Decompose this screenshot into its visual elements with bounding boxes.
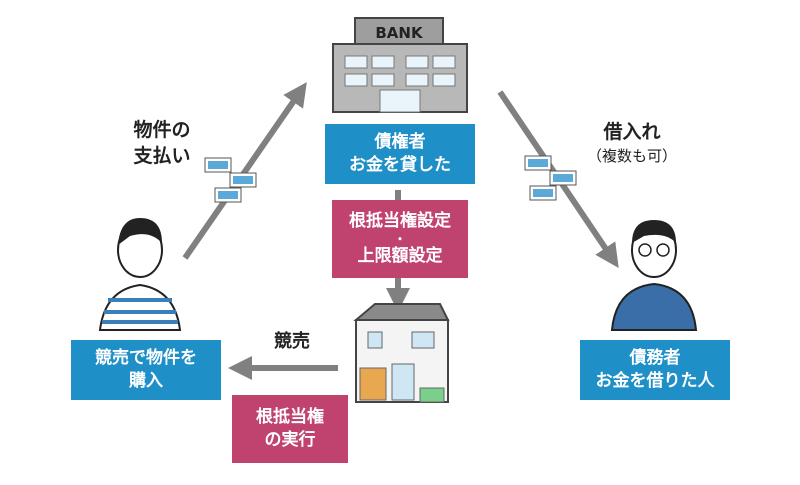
mortgage-execution-box: 根抵当権 の実行 xyxy=(232,395,348,463)
house-icon xyxy=(353,303,450,403)
bank-sign: BANK xyxy=(375,24,423,42)
creditor-description: お金を貸した xyxy=(349,155,451,175)
creditor-label: 債権者 xyxy=(374,132,426,153)
debtor-box-line1: 債務者 xyxy=(629,348,681,369)
borrow-label: 借入れ （複数も可） xyxy=(572,120,692,166)
buyer-box-line1: 競売で物件を xyxy=(95,348,197,369)
buyer-person-icon xyxy=(98,218,182,331)
debtor-person-icon xyxy=(610,220,698,331)
buyer-box: 競売で物件を 購入 xyxy=(71,340,221,400)
borrow-label-line2: （複数も可） xyxy=(586,146,677,165)
auction-label: 競売 xyxy=(274,331,310,352)
buyer-box-line2: 購入 xyxy=(129,371,163,391)
mortgage-setting-box: 根抵当権設定 ・ 上限額設定 xyxy=(332,200,468,278)
creditor-box: 債権者 お金を貸した xyxy=(325,124,475,184)
execution-box-line1: 根抵当権 xyxy=(256,407,324,428)
bank-building-icon xyxy=(332,17,468,113)
payment-label-line1: 物件の xyxy=(133,119,191,141)
payment-label: 物件の 支払い xyxy=(122,118,202,169)
mortgage-setting-line1: 根抵当権設定 xyxy=(349,211,451,232)
borrow-label-line1: 借入れ xyxy=(603,121,661,143)
payment-label-line2: 支払い xyxy=(133,144,191,167)
execution-box-line2: の実行 xyxy=(264,430,316,450)
debtor-box: 債務者 お金を借りた人 xyxy=(580,340,730,400)
mortgage-setting-line2: 上限額設定 xyxy=(357,246,443,267)
debtor-box-line2: お金を借りた人 xyxy=(595,371,715,391)
mortgage-setting-dot: ・ xyxy=(393,231,406,246)
